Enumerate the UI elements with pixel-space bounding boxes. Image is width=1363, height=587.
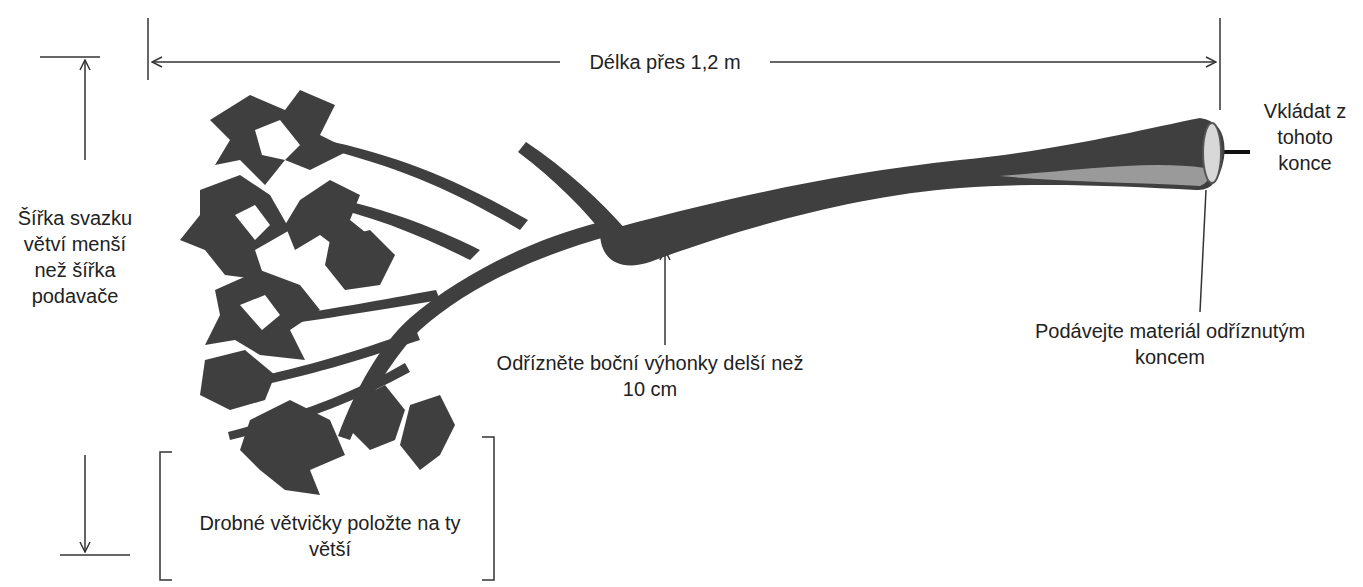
width-dimension: Šířka svazku větví menší než šířka podav… (2, 205, 148, 309)
dimension-lines (40, 18, 1220, 580)
insert-note: Vkládat z tohoto konce (1250, 98, 1360, 176)
trim-note: Odřízněte boční výhonky delší než 10 cm (480, 350, 820, 402)
branch (180, 90, 1225, 495)
feed-note: Podávejte materiál odříznutým koncem (1020, 318, 1320, 370)
twig-note: Drobné větvičky položte na ty větší (190, 510, 470, 562)
length-dimension: Délka přes 1,2 m (560, 49, 770, 75)
